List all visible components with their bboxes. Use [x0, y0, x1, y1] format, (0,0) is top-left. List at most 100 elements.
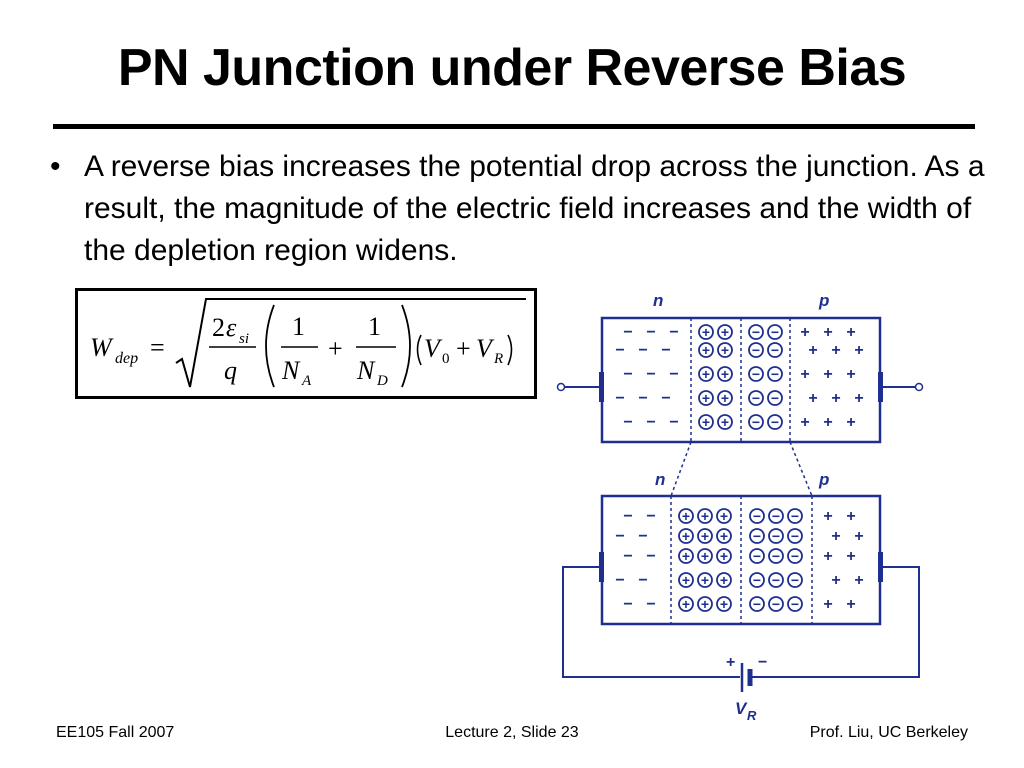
acceptor-ion-bottom: − [753, 572, 761, 588]
hole-top: + [823, 366, 832, 383]
bottom-p-label: p [818, 470, 829, 489]
acceptor-ion-top: − [771, 390, 779, 406]
donor-ion-top-ring [717, 390, 733, 406]
acceptor-ion-bottom-ring [768, 528, 784, 544]
hole-bottom: + [831, 528, 840, 545]
bottom-n-label: n [655, 470, 665, 489]
donor-ion-bottom: + [701, 508, 709, 524]
pn-junction-graphic: n p n p + − V R −−−++−− [556, 291, 924, 723]
electron-bottom: − [638, 572, 647, 589]
donor-ion-top: + [702, 366, 710, 382]
electron-bottom: − [646, 548, 655, 565]
hole-top: + [808, 390, 817, 407]
footer-course: EE105 Fall 2007 [56, 724, 175, 741]
slide-title: PN Junction under Reverse Bias [117, 39, 907, 97]
top-n-label: n [653, 291, 663, 310]
acceptor-ion-top-ring [767, 342, 783, 358]
right-paren-icon [401, 304, 411, 388]
bullet-item: • A reverse bias increases the potential… [48, 146, 998, 272]
hole-top: + [800, 414, 809, 431]
plus-sign-2: + [456, 334, 471, 363]
nd-subscript: D [376, 373, 388, 389]
donor-ion-top-ring [698, 324, 714, 340]
top-right-contact [878, 372, 883, 402]
one-b: 1 [368, 312, 381, 341]
na-symbol: N [281, 356, 301, 385]
vr-symbol: V [476, 334, 495, 363]
na-subscript: A [301, 373, 312, 389]
donor-ion-bottom-ring [697, 596, 713, 612]
acceptor-ion-bottom-ring [768, 572, 784, 588]
electron-top: − [669, 324, 678, 341]
epsilon-subscript: si [239, 331, 249, 347]
donor-ion-top: + [702, 414, 710, 430]
acceptor-ion-bottom: − [772, 572, 780, 588]
acceptor-ion-bottom-ring [787, 548, 803, 564]
nd-symbol: N [356, 356, 376, 385]
epsilon-symbol: ε [226, 313, 237, 342]
acceptor-ion-top-ring [748, 342, 764, 358]
electron-top: − [646, 366, 655, 383]
hole-top: + [846, 324, 855, 341]
electron-top: − [661, 342, 670, 359]
numerator-coefficient: 2 [212, 313, 225, 342]
acceptor-ion-top-ring [767, 414, 783, 430]
acceptor-ion-bottom-ring [768, 596, 784, 612]
w-symbol: W [90, 333, 114, 362]
electron-bottom: − [638, 528, 647, 545]
acceptor-ion-bottom-ring [749, 548, 765, 564]
radical-sign-icon [175, 298, 526, 388]
donor-ion-bottom-ring [697, 548, 713, 564]
donor-ion-bottom: + [720, 572, 728, 588]
donor-ion-bottom-ring [716, 508, 732, 524]
hole-top: + [823, 414, 832, 431]
acceptor-ion-bottom: − [772, 596, 780, 612]
donor-ion-bottom-ring [678, 596, 694, 612]
battery-plus: + [726, 654, 735, 671]
donor-ion-bottom-ring [716, 596, 732, 612]
donor-ion-bottom: + [720, 596, 728, 612]
acceptor-ion-bottom-ring [749, 596, 765, 612]
donor-ion-top-ring [698, 414, 714, 430]
acceptor-ion-top-ring [767, 324, 783, 340]
battery-label: V [735, 699, 748, 718]
hole-top: + [800, 366, 809, 383]
hole-top: + [800, 324, 809, 341]
hole-bottom: + [854, 528, 863, 545]
electron-bottom: − [615, 528, 624, 545]
acceptor-ion-bottom-ring [787, 508, 803, 524]
hole-bottom: + [854, 572, 863, 589]
hole-bottom: + [846, 508, 855, 525]
donor-ion-bottom: + [682, 548, 690, 564]
acceptor-ion-top: − [771, 366, 779, 382]
acceptor-ion-top: − [771, 324, 779, 340]
circuit-wire-right [752, 566, 920, 678]
projection-right-line [789, 441, 813, 497]
battery-subscript: R [747, 708, 757, 723]
hole-bottom: + [823, 508, 832, 525]
acceptor-ion-top-ring [748, 366, 764, 382]
donor-ion-top: + [702, 390, 710, 406]
acceptor-ion-bottom: − [753, 528, 761, 544]
formula-graphic: W dep = 2 ε si q 1 N A + 1 N D [90, 298, 526, 389]
electron-bottom: − [646, 596, 655, 613]
donor-ion-bottom-ring [716, 548, 732, 564]
one-a: 1 [292, 312, 305, 341]
hole-top: + [831, 390, 840, 407]
hole-bottom: + [831, 572, 840, 589]
donor-ion-top-ring [717, 366, 733, 382]
donor-ion-bottom: + [720, 508, 728, 524]
small-left-paren-icon [416, 334, 422, 366]
bullet-text: A reverse bias increases the potential d… [84, 150, 985, 267]
donor-ion-bottom: + [682, 596, 690, 612]
acceptor-ion-bottom: − [753, 548, 761, 564]
electron-top: − [638, 390, 647, 407]
donor-ion-top-ring [698, 390, 714, 406]
hole-top: + [854, 390, 863, 407]
donor-ion-top: + [721, 342, 729, 358]
hole-top: + [808, 342, 817, 359]
electron-bottom: − [623, 596, 632, 613]
acceptor-ion-top-ring [748, 414, 764, 430]
hole-top: + [846, 366, 855, 383]
acceptor-ion-top: − [752, 414, 760, 430]
